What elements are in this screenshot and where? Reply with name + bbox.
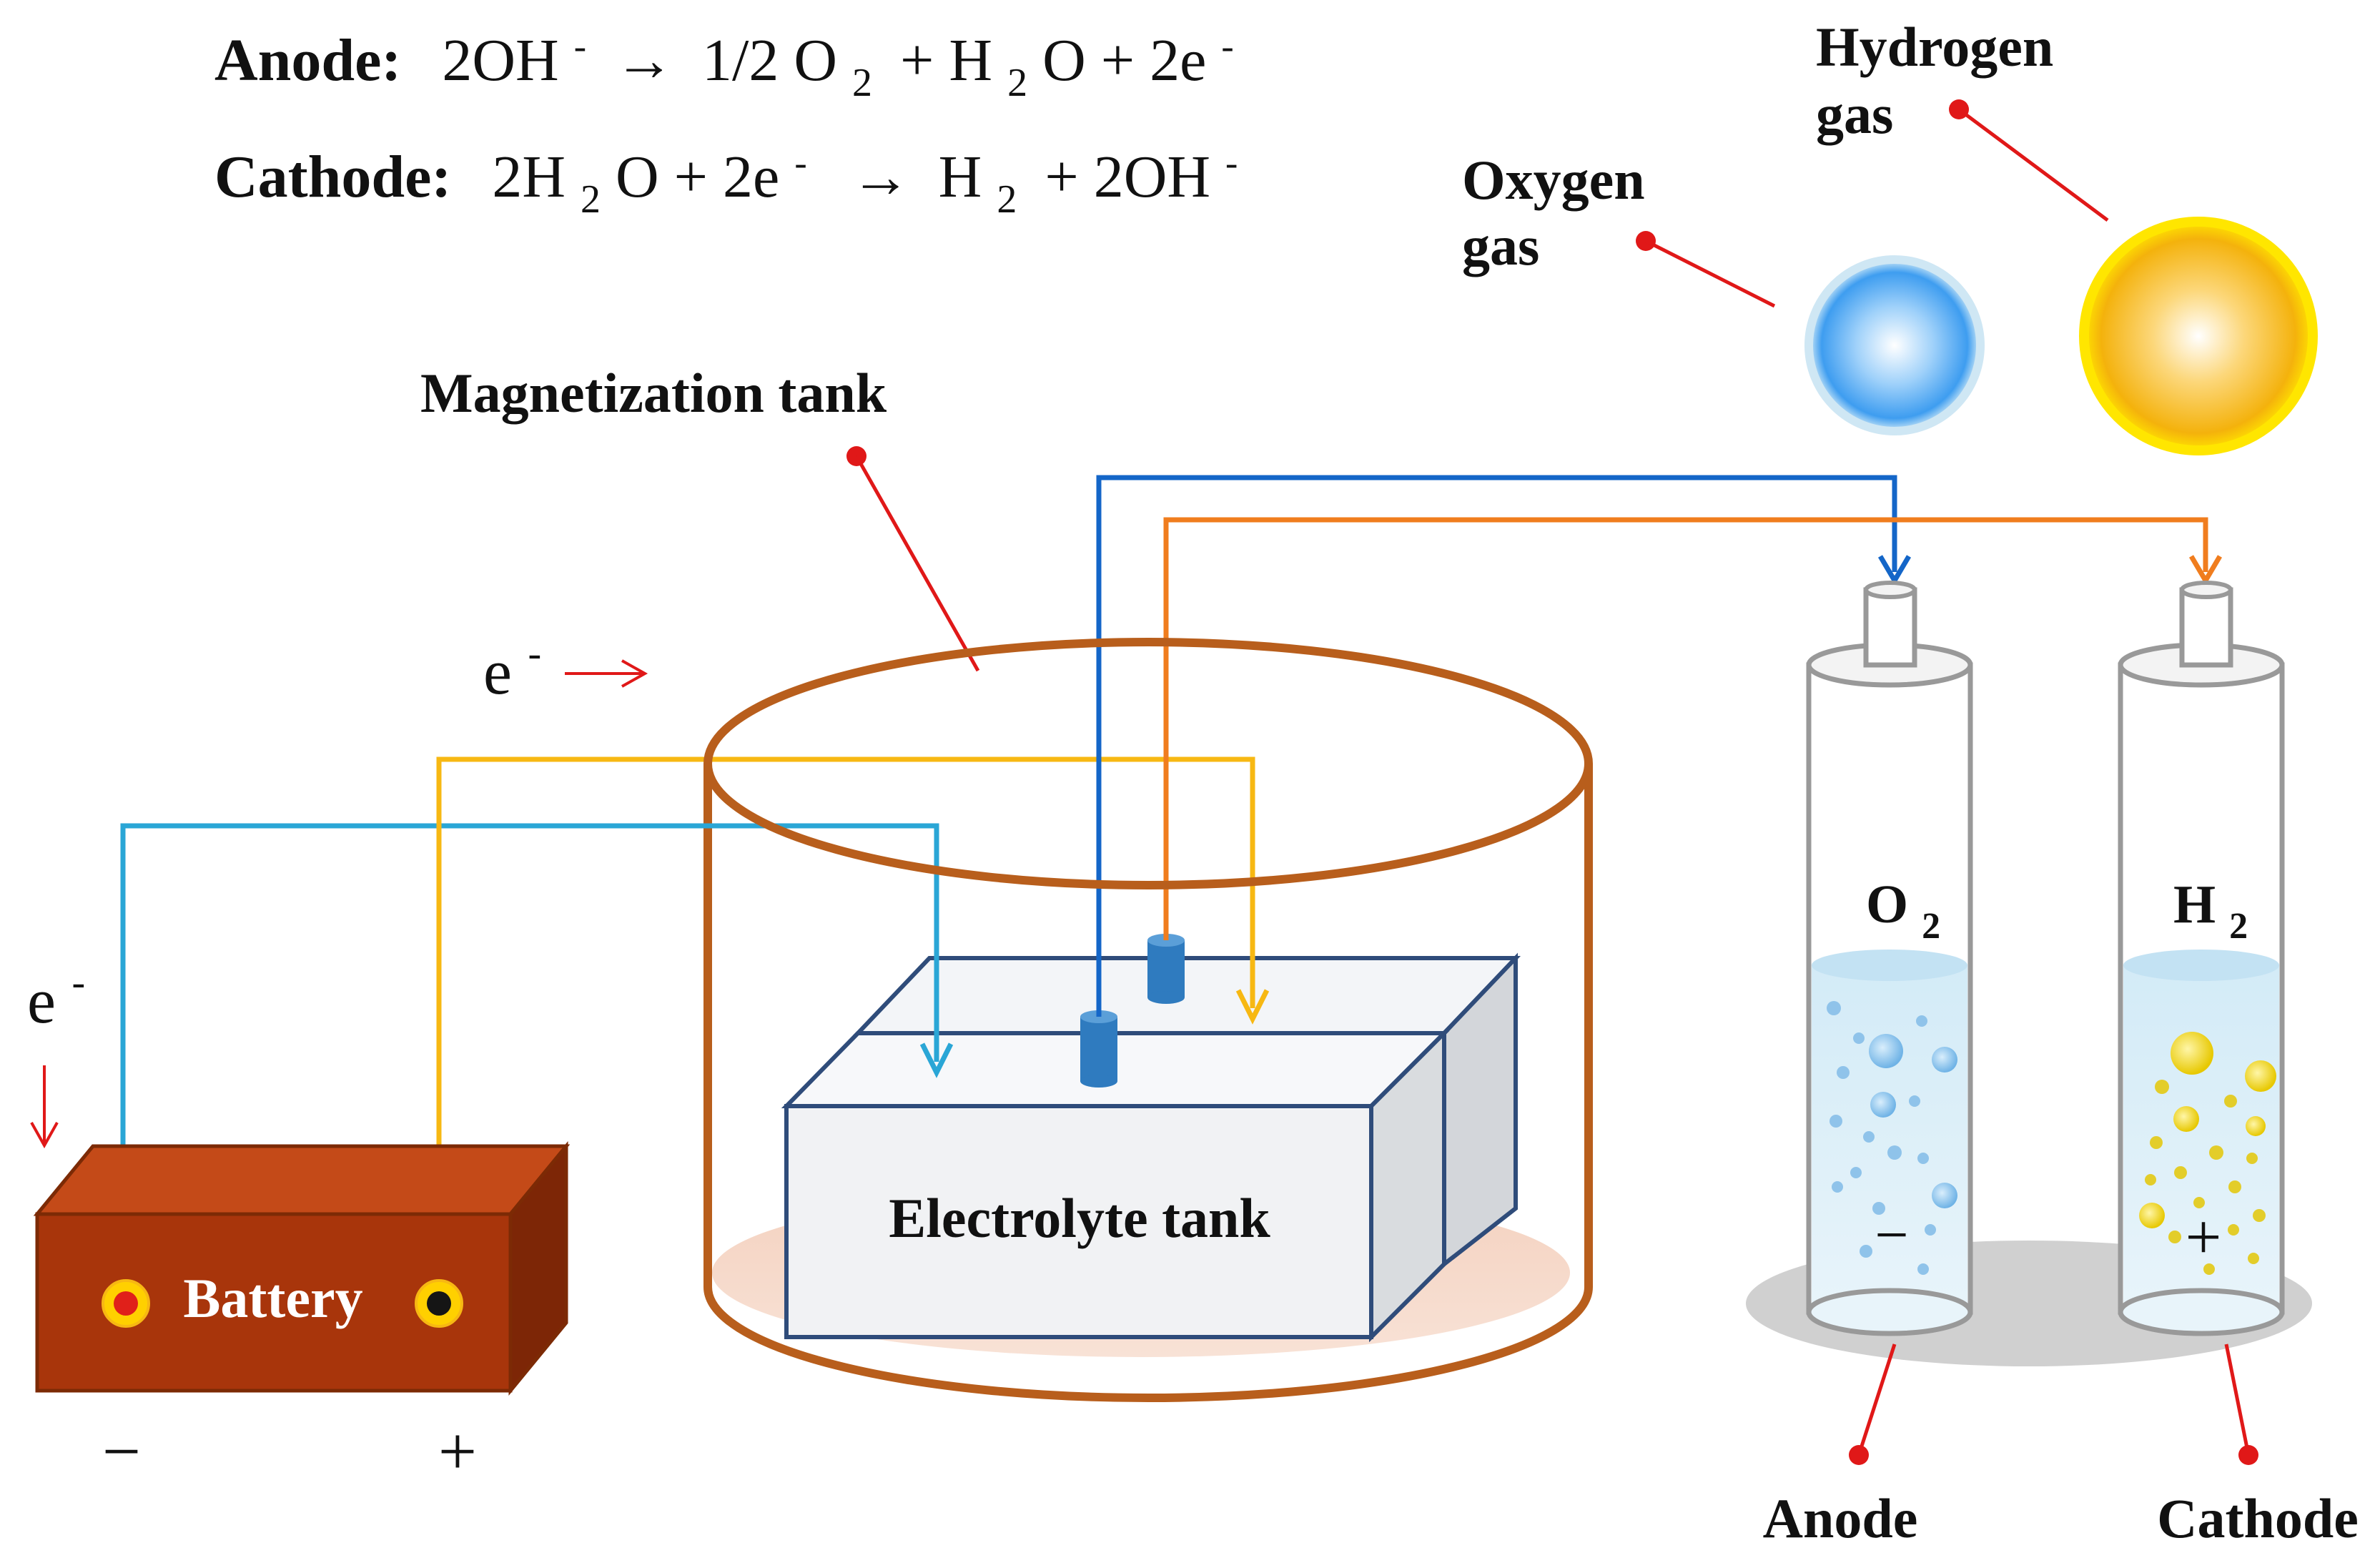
hydrogen-cylinder: H 2 + — [2118, 581, 2285, 1336]
hydrogen-gas-label-line1: Hydrogen — [1816, 16, 2053, 78]
hydrogen-gas-legend: Hydrogen gas — [1816, 16, 2318, 455]
wire-battery-negative — [120, 823, 939, 1301]
oxygen-bubble-icon — [1804, 255, 1985, 435]
electron-left-label: e - — [27, 960, 85, 1037]
anode-equation: Anode: 2OH - → 1/2 O 2 + H 2 O + 2e - — [214, 6, 1234, 109]
anode-pointer-dot — [1849, 1445, 1869, 1465]
oxygen-cylinder-liquid — [1812, 965, 1967, 1312]
wire-hydrogen-outlet — [1163, 517, 2208, 940]
hydrogen-bubble-icon — [2079, 217, 2318, 455]
battery-top — [33, 1144, 571, 1216]
electron-top-arrow-head — [621, 659, 648, 688]
electrolyte-tank-label: Electrolyte tank — [889, 1187, 1270, 1249]
electrode-front — [1080, 1010, 1117, 1088]
electrolyte-tank-front — [784, 1104, 1373, 1339]
hydrogen-cylinder-label: H 2 — [2173, 874, 2248, 947]
svg-text:Anode: 2OH -: Anode: 2OH - → 1/2 O 2 + H 2 O + 2e - — [214, 6, 1234, 109]
tank-walls — [703, 764, 1593, 1402]
battery-label: Battery — [183, 1267, 362, 1329]
oxygen-gas-label-line2: gas — [1462, 215, 1539, 277]
wire-battery-positive-arrow — [1235, 989, 1270, 1025]
electrode-back — [1147, 934, 1185, 1004]
oxygen-gas-label-line1: Oxygen — [1462, 149, 1645, 211]
hydrogen-pointer-line — [1957, 107, 2109, 222]
magnetization-pointer-line — [854, 455, 980, 672]
oxygen-pointer-line — [1644, 239, 1776, 308]
tank-rim — [703, 638, 1593, 889]
oxygen-gas-legend: Oxygen gas — [1462, 149, 1985, 435]
cathode-pointer-line — [2224, 1343, 2251, 1456]
electrolyte-tank-back-top — [853, 956, 1521, 1035]
battery-plus-sign: + — [438, 1413, 477, 1489]
oxygen-bubbles — [1827, 1001, 1957, 1275]
anode-pointer-line — [1857, 1343, 1897, 1456]
anode-equation-label: Anode: — [214, 27, 401, 94]
cathode-equation: Cathode: 2H 2 O + 2e - → H 2 + 2OH - — [214, 122, 1238, 226]
anode-label: Anode — [1763, 1487, 1918, 1549]
wire-hydrogen-outlet-arrow — [2188, 555, 2223, 586]
battery-negative-terminal — [102, 1279, 150, 1328]
cathode-plus-sign: + — [2186, 1202, 2222, 1273]
cathode-equation-label: Cathode: — [214, 144, 451, 210]
battery-minus-sign: − — [102, 1413, 141, 1489]
oxygen-cylinder: O 2 − — [1806, 581, 1973, 1336]
magnetization-tank-callout: Magnetization tank — [420, 362, 980, 672]
cathode-callout: Cathode — [2157, 1343, 2359, 1549]
electron-top-label: e - — [483, 631, 541, 708]
wire-battery-negative-arrow — [919, 1042, 954, 1078]
magnetization-tank-label: Magnetization tank — [420, 362, 887, 424]
cathode-pointer-dot — [2238, 1445, 2258, 1465]
electron-flow-left: e - — [27, 960, 85, 1149]
wire-oxygen-outlet — [1096, 475, 1897, 1017]
electron-flow-top: e - — [483, 631, 648, 708]
electrolyte-tank: Electrolyte tank — [781, 934, 1521, 1343]
battery: Battery − + — [33, 1141, 571, 1489]
hydrogen-bubbles — [2139, 1032, 2276, 1275]
oxygen-cylinder-label: O 2 — [1866, 874, 1940, 947]
wire-oxygen-outlet-arrow — [1877, 555, 1912, 586]
battery-positive-terminal — [415, 1279, 463, 1328]
svg-text:Cathode: 2H 2: Cathode: 2H 2 O + 2e - → H 2 + 2OH - — [214, 122, 1238, 226]
anode-callout: Anode — [1763, 1343, 1918, 1549]
cathode-label: Cathode — [2157, 1487, 2359, 1549]
electron-left-arrow-head — [30, 1122, 59, 1149]
hydrogen-gas-label-line2: gas — [1816, 83, 1893, 145]
anode-minus-sign: − — [1875, 1202, 1908, 1268]
